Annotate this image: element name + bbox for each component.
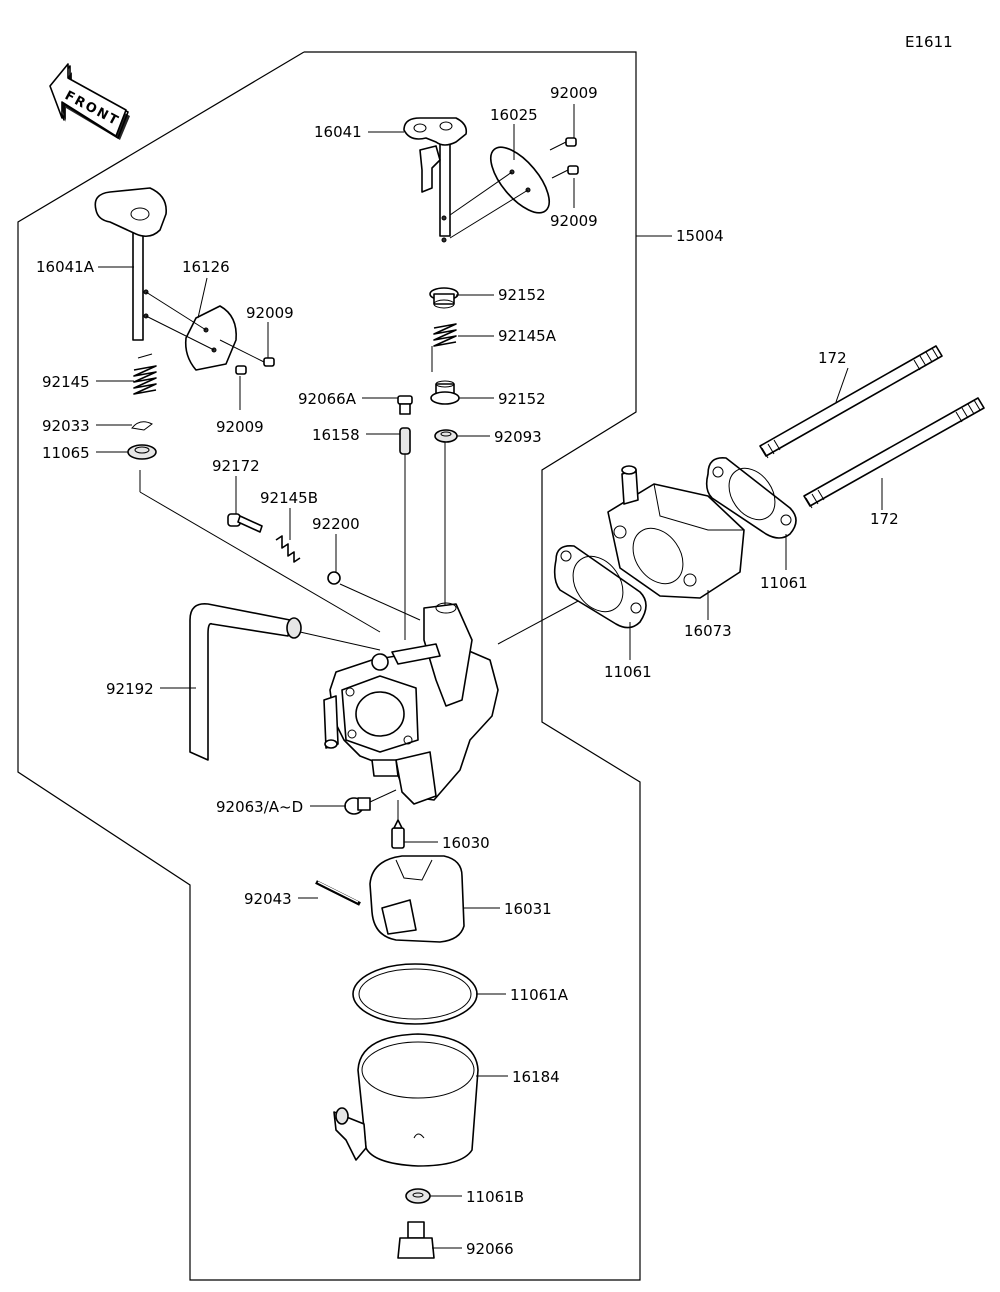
carburetor-body xyxy=(323,602,499,805)
throttle-plate xyxy=(490,146,550,214)
gasket-right-11061 xyxy=(705,457,797,539)
screw-92066A xyxy=(397,395,413,415)
label-92152-lower: 92152 xyxy=(498,390,546,408)
label-92033: 92033 xyxy=(42,417,90,435)
label-11065: 11065 xyxy=(42,444,90,462)
label-92192: 92192 xyxy=(106,680,154,698)
bowl-gasket xyxy=(352,963,478,1025)
drain-bolt xyxy=(397,1221,435,1259)
clip xyxy=(131,421,153,431)
label-92066: 92066 xyxy=(466,1240,514,1258)
choke-shaft xyxy=(94,187,167,341)
label-172-top: 172 xyxy=(818,349,847,367)
label-92145A: 92145A xyxy=(498,327,557,345)
label-92009-top: 92009 xyxy=(550,84,598,102)
label-92172: 92172 xyxy=(212,457,260,475)
label-92009-left1: 92009 xyxy=(246,304,294,322)
label-92009-left2: 92009 xyxy=(216,418,264,436)
label-16184: 16184 xyxy=(512,1068,560,1086)
fuel-tube xyxy=(189,603,302,761)
label-16041: 16041 xyxy=(314,123,362,141)
float-bowl xyxy=(333,1033,479,1167)
screw-mid xyxy=(551,165,579,179)
gasket-left-11061 xyxy=(553,544,647,629)
label-16041A: 16041A xyxy=(36,258,95,276)
main-jet xyxy=(391,819,405,849)
screw-top xyxy=(549,137,577,151)
diagram-code: E1611 xyxy=(905,33,953,51)
spring-92145A xyxy=(431,323,457,372)
stud-top-172 xyxy=(759,345,943,459)
oring-92200 xyxy=(327,571,341,585)
label-16031: 16031 xyxy=(504,900,552,918)
label-172-right: 172 xyxy=(870,510,899,528)
label-92063: 92063/A~D xyxy=(216,798,303,816)
float xyxy=(369,855,465,943)
label-11061-right: 11061 xyxy=(760,574,808,592)
idle-screw xyxy=(227,513,263,533)
leader-lines xyxy=(96,104,883,1249)
stud-right-172 xyxy=(803,397,985,509)
label-92066A: 92066A xyxy=(298,390,357,408)
seal-11065 xyxy=(127,444,157,460)
label-11061B: 11061B xyxy=(466,1188,524,1206)
label-16030: 16030 xyxy=(442,834,490,852)
label-92009-mid: 92009 xyxy=(550,212,598,230)
part-labels: 15004 16041 16025 92009 92009 16041A 161… xyxy=(36,84,899,1258)
label-16158: 16158 xyxy=(312,426,360,444)
choke-screw-1 xyxy=(219,339,275,367)
label-92145: 92145 xyxy=(42,373,90,391)
label-92145B: 92145B xyxy=(260,489,318,507)
label-92200: 92200 xyxy=(312,515,360,533)
label-15004: 15004 xyxy=(676,227,724,245)
seal-92093 xyxy=(434,429,458,443)
spring-92145B xyxy=(275,535,301,563)
insulator-16073 xyxy=(607,465,745,599)
label-92093: 92093 xyxy=(494,428,542,446)
drain-screw xyxy=(344,797,371,815)
pin-16158 xyxy=(399,427,411,455)
choke-plate xyxy=(184,305,237,371)
bushing-lower xyxy=(430,380,460,405)
bushing-upper xyxy=(429,287,459,309)
label-16025: 16025 xyxy=(490,106,538,124)
label-92043: 92043 xyxy=(244,890,292,908)
choke-screw-2 xyxy=(235,365,247,375)
throttle-shaft xyxy=(403,117,468,243)
float-pin xyxy=(315,880,361,906)
assembly-outline xyxy=(17,51,641,1281)
drain-washer xyxy=(405,1188,431,1204)
label-16073: 16073 xyxy=(684,622,732,640)
label-11061A: 11061A xyxy=(510,986,569,1004)
label-16126: 16126 xyxy=(182,258,230,276)
choke-spring xyxy=(133,353,157,395)
label-11061-left: 11061 xyxy=(604,663,652,681)
front-arrow-icon: FRONT xyxy=(49,63,130,140)
label-92152-upper: 92152 xyxy=(498,286,546,304)
